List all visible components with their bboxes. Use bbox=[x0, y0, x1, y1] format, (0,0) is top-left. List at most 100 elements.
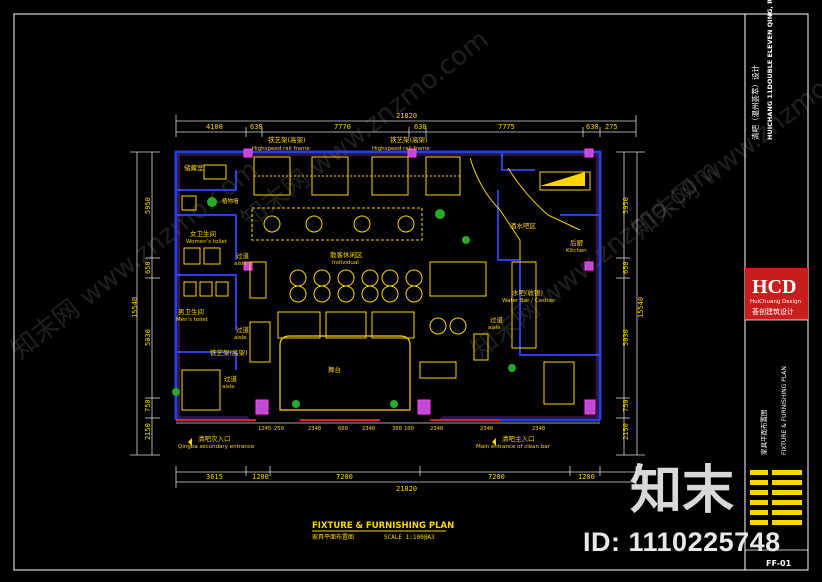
dim-bottom-2: 1200 bbox=[252, 473, 269, 481]
left-dimension-chain bbox=[130, 151, 160, 456]
firm-logo-panel bbox=[745, 268, 808, 320]
dim-bottom-3: 7200 bbox=[336, 473, 353, 481]
sheet-number: FF-01 bbox=[766, 559, 792, 568]
column bbox=[407, 148, 417, 158]
dim-right-1: 5950 bbox=[622, 197, 630, 214]
resource-id: ID: 1110225748 bbox=[583, 527, 781, 557]
entrance-secondary-en-label: Qingba secondary entrance bbox=[178, 444, 255, 450]
rack-right-label: 铁艺架(高架) bbox=[390, 135, 428, 144]
drawing-title-en: FIXTURE & FURNISHING PLAN bbox=[312, 521, 454, 531]
rack-bottom-label: 铁艺架(高架) bbox=[210, 348, 248, 357]
dim-left-2: 650 bbox=[144, 261, 152, 274]
dim-top-6: 630 bbox=[586, 123, 599, 131]
dim-top-5: 7775 bbox=[498, 123, 515, 131]
column bbox=[417, 399, 431, 415]
drawing-title-cn: 家具平面布置图 bbox=[312, 533, 354, 541]
dim-top-3: 7770 bbox=[334, 123, 351, 131]
entrance-secondary-label: 清吧次入口 bbox=[198, 434, 231, 443]
site-brand-logo: 知末 bbox=[630, 461, 735, 521]
firm-short-name: HCD bbox=[752, 276, 796, 298]
dim-top-7: 275 bbox=[605, 123, 618, 131]
kitchen-fixture bbox=[540, 172, 585, 186]
drawing-name-cn: 家具平面布置图 bbox=[759, 410, 768, 456]
door-dim-4: 600 bbox=[338, 426, 348, 432]
dim-top-2: 630 bbox=[250, 123, 263, 131]
dim-right-4: 750 bbox=[622, 399, 630, 412]
overall-width-bottom: 21820 bbox=[396, 485, 417, 493]
watermark-text-4: 知末网 www.znzmo.com bbox=[626, 35, 822, 246]
door-dim-6: 300 bbox=[392, 426, 402, 432]
bottom-dimension-labels: 3615 1200 7200 7200 1200 21820 bbox=[206, 473, 595, 493]
dim-bottom-1: 3615 bbox=[206, 473, 223, 481]
door-dim-8: 2340 bbox=[430, 426, 443, 432]
door-dim-10: 2340 bbox=[532, 426, 545, 432]
rack-left-en-label: Highspeed rail frame bbox=[252, 146, 310, 152]
stage-label: 舞台 bbox=[328, 365, 341, 374]
dim-right-2: 650 bbox=[622, 261, 630, 274]
structural-columns bbox=[243, 148, 596, 415]
right-dimension-chain bbox=[616, 151, 645, 456]
watermark-text-1: 知末网 www.znzmo.com bbox=[6, 155, 264, 366]
stage-outline bbox=[279, 335, 411, 411]
high-tables-row bbox=[251, 207, 423, 241]
dim-left-5: 2150 bbox=[144, 423, 152, 440]
dim-left-4: 750 bbox=[144, 399, 152, 412]
aisle-4-en-label: aisle bbox=[488, 325, 501, 331]
aisle-4-label: 过道 bbox=[490, 315, 504, 324]
column bbox=[584, 399, 596, 415]
firm-english-name: HuiChuang Design bbox=[750, 299, 802, 305]
dim-right-5: 2150 bbox=[622, 423, 630, 440]
overall-width-top: 21820 bbox=[396, 112, 417, 120]
dim-bottom-4: 7200 bbox=[488, 473, 505, 481]
column bbox=[243, 148, 253, 158]
rack-right-en-label: Highspeed rail frame bbox=[372, 146, 430, 152]
bottom-dimension-chain bbox=[175, 422, 637, 488]
left-dimension-labels: 15540 5950 650 5030 750 2150 bbox=[131, 197, 152, 440]
aisle-1-en-label: aisle bbox=[234, 261, 247, 267]
round-table-groups bbox=[289, 269, 467, 335]
toilet-fixtures bbox=[181, 164, 229, 411]
bar-en-label: Water Bar / Cashier bbox=[502, 298, 556, 304]
left-overall: 15540 bbox=[131, 297, 139, 318]
column bbox=[243, 261, 253, 271]
project-name-en: HUICHANG 11DOUBLE ELEVEN QING, RENIGHT bbox=[766, 0, 774, 140]
right-dimension-labels: 15540 5950 650 5030 750 2150 bbox=[622, 197, 645, 440]
lounge-en-label: Individual bbox=[332, 260, 359, 266]
plants-label: 植物墙 bbox=[222, 197, 239, 205]
womens-toilet-en-label: Women's toilet bbox=[186, 239, 228, 245]
plant-markers bbox=[172, 197, 516, 408]
dim-left-1: 5950 bbox=[144, 197, 152, 214]
door-dim-1: 1245 bbox=[258, 426, 271, 432]
aisle-3-en-label: aisle bbox=[222, 384, 235, 390]
firm-chinese-name: 荟创建筑设计 bbox=[752, 307, 794, 316]
mens-toilet-en-label: Men's toilet bbox=[176, 317, 209, 323]
top-dimension-chain bbox=[175, 115, 637, 137]
womens-toilet-label: 女卫生间 bbox=[190, 229, 216, 238]
kitchen-en-label: Kitchen bbox=[566, 248, 587, 254]
lounge-label: 散客休闲区 bbox=[330, 250, 363, 259]
drawing-title-block: FIXTURE & FURNISHING PLAN 家具平面布置图 SCALE … bbox=[312, 521, 454, 541]
dim-left-3: 5030 bbox=[144, 329, 152, 346]
door-dim-5: 2340 bbox=[362, 426, 375, 432]
door-dim-7: 100 bbox=[404, 426, 414, 432]
bar-counter bbox=[469, 157, 591, 405]
booth-tables bbox=[249, 261, 489, 379]
aisle-2-en-label: aisle bbox=[234, 335, 247, 341]
column bbox=[584, 148, 594, 158]
service-label: 酒水吧区 bbox=[510, 221, 537, 230]
aisle-2-label: 过道 bbox=[236, 325, 250, 334]
entrance-arrows bbox=[188, 438, 496, 446]
watermark-text-2: 知末网 www.znzmo.com bbox=[236, 25, 494, 236]
column bbox=[255, 399, 269, 415]
door-dim-3: 2340 bbox=[308, 426, 321, 432]
room-labels: 储藏室 铁艺架(高架) Highspeed rail frame 铁艺架(高架)… bbox=[176, 135, 587, 450]
display-racks-top bbox=[253, 156, 461, 196]
dim-right-3: 5030 bbox=[622, 329, 630, 346]
drawing-scale: SCALE 1:100@A3 bbox=[384, 534, 435, 541]
door-dimension-labels: 1245 250 2340 600 2340 300 100 2340 2340… bbox=[258, 426, 545, 432]
dim-top-1: 4100 bbox=[206, 123, 223, 131]
door-dim-2: 250 bbox=[274, 426, 284, 432]
entrance-main-en-label: Main entrance of clean bar bbox=[476, 444, 551, 450]
right-overall: 15540 bbox=[637, 297, 645, 318]
